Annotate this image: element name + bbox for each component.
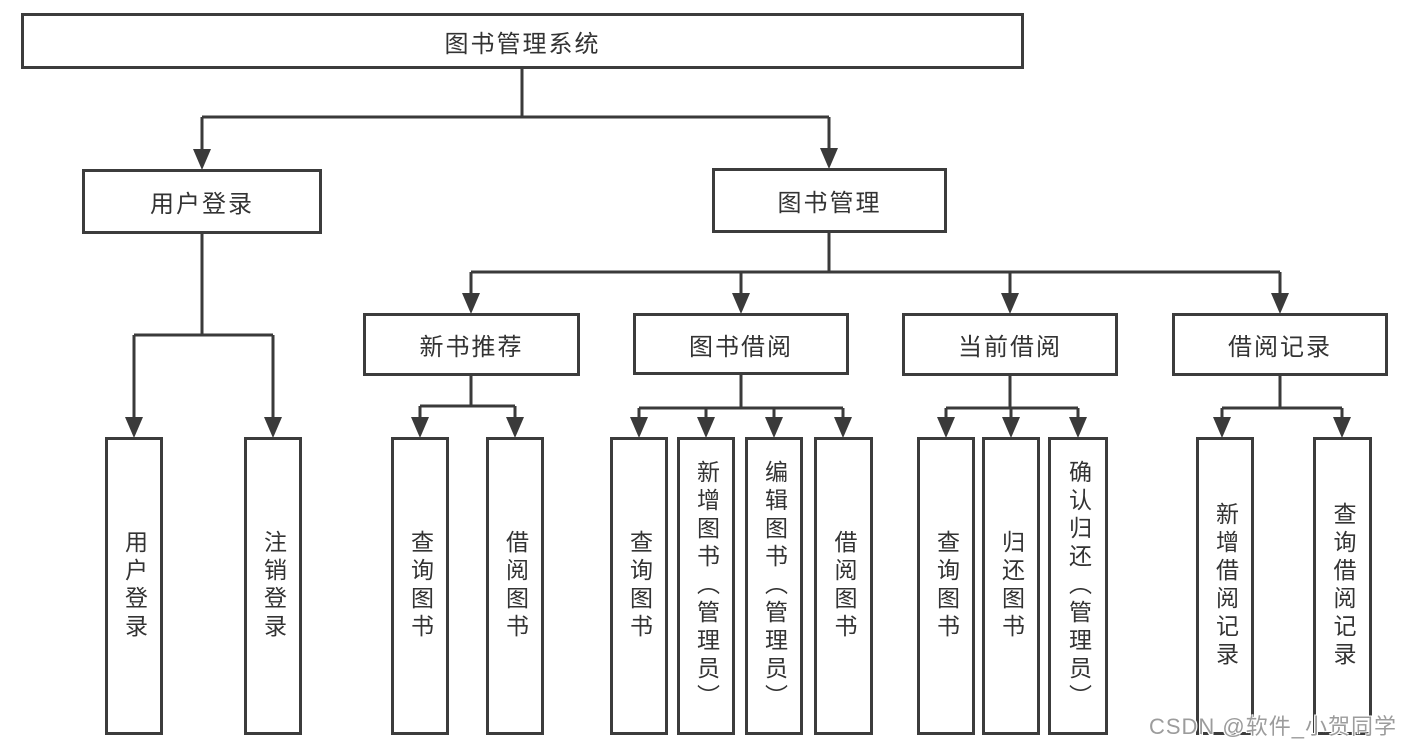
- node-book-management: 图书管理: [712, 168, 947, 233]
- leaf-borrow-books: 借阅图书: [814, 437, 873, 735]
- leaf-return-books: 归还图书: [982, 437, 1040, 735]
- leaf-add-books-admin: 新增图书（管理员）: [677, 437, 735, 735]
- leaf-logout: 注销登录: [244, 437, 302, 735]
- watermark: CSDN @软件_小贺同学: [1148, 714, 1397, 739]
- leaf-query-books-recommend: 查询图书: [391, 437, 449, 735]
- node-book-borrow: 图书借阅: [633, 313, 849, 375]
- leaf-edit-books-admin: 编辑图书（管理员）: [745, 437, 803, 735]
- leaf-query-books-borrow: 查询图书: [610, 437, 668, 735]
- leaf-borrow-books-recommend: 借阅图书: [486, 437, 544, 735]
- leaf-query-books-current: 查询图书: [917, 437, 975, 735]
- leaf-add-borrow-record: 新增借阅记录: [1196, 437, 1254, 735]
- leaf-user-login: 用户登录: [105, 437, 163, 735]
- node-borrow-records: 借阅记录: [1172, 313, 1388, 376]
- leaf-confirm-return-admin: 确认归还（管理员）: [1048, 437, 1108, 735]
- node-new-book-recommend: 新书推荐: [363, 313, 580, 376]
- leaf-query-borrow-record: 查询借阅记录: [1313, 437, 1372, 735]
- node-root-system: 图书管理系统: [21, 13, 1024, 69]
- node-current-borrow: 当前借阅: [902, 313, 1118, 376]
- node-user-login: 用户登录: [82, 169, 322, 234]
